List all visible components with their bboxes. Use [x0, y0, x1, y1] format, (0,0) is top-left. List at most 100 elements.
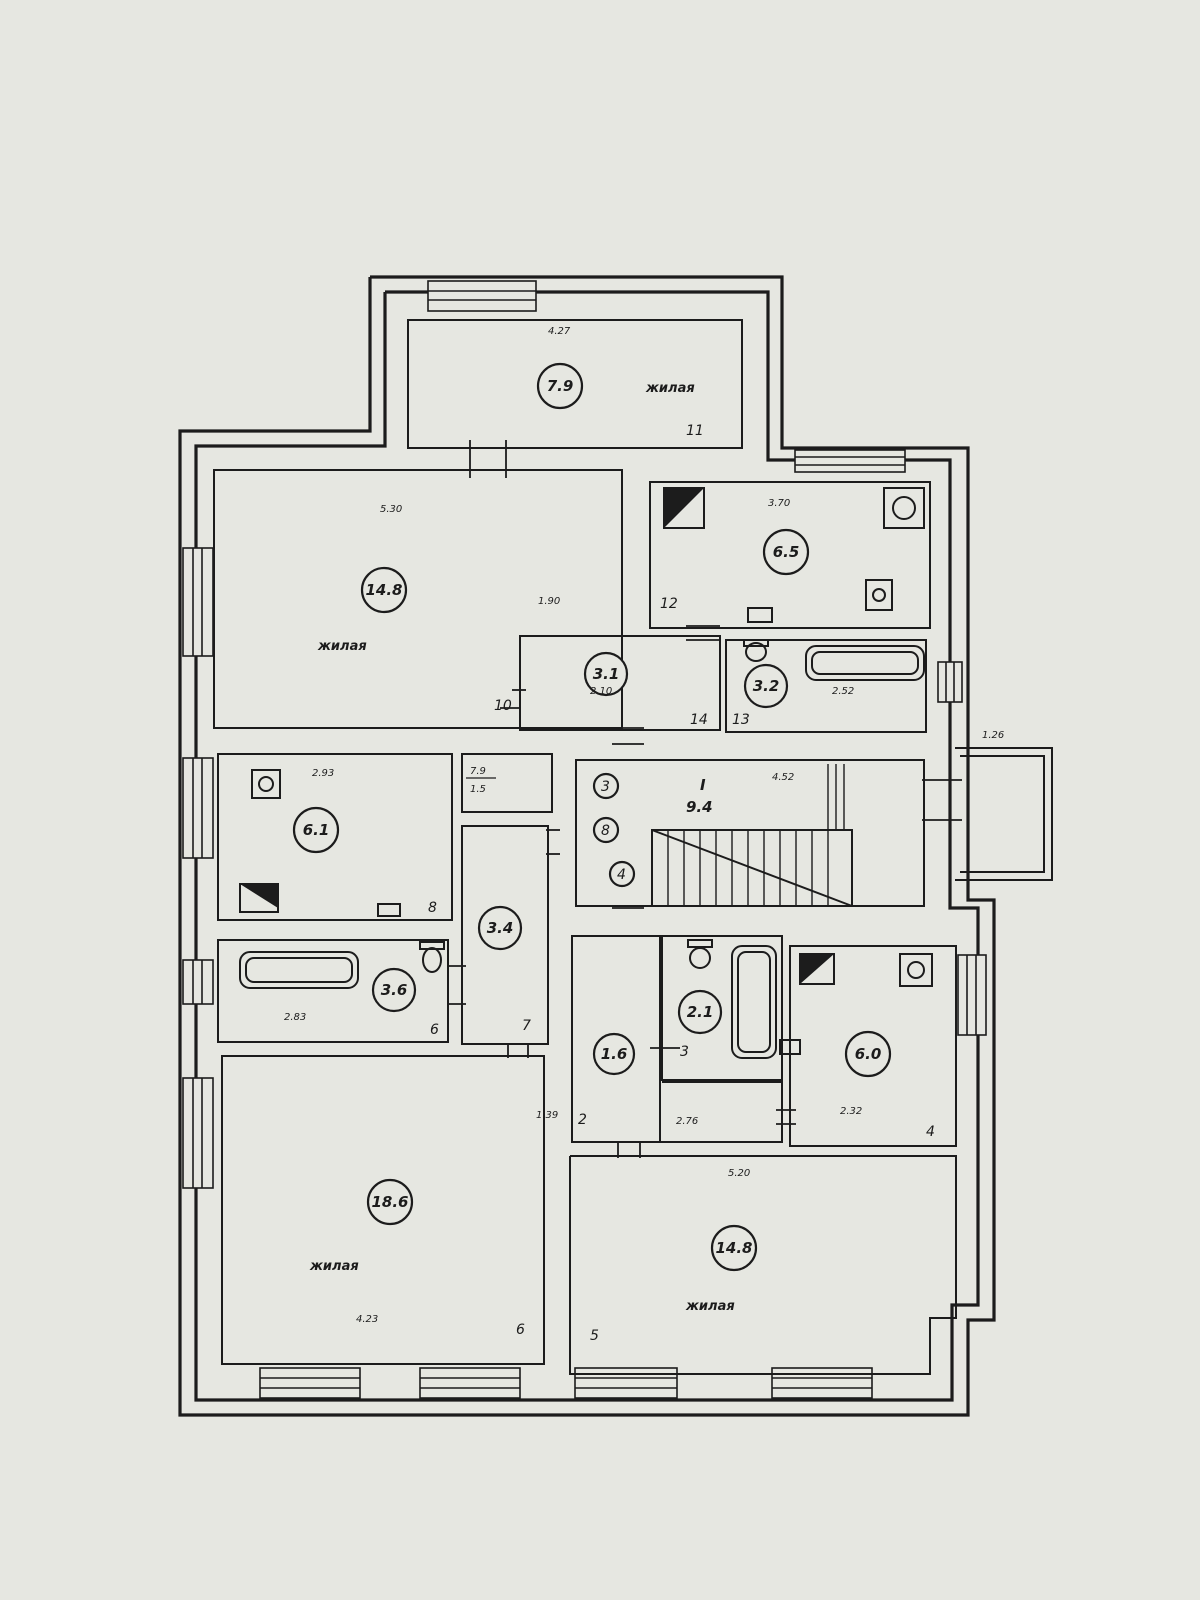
sink-3-icon	[799, 953, 835, 985]
window-top	[427, 280, 537, 312]
room-13-number: 2	[578, 1112, 587, 1128]
stair-letter: I	[700, 776, 706, 794]
windows	[182, 280, 987, 1399]
stove-3-icon	[899, 953, 933, 987]
room-7-outline	[461, 825, 549, 1045]
closet-outline	[461, 753, 553, 813]
room-9-name: жилая	[309, 1259, 359, 1274]
room-13-area: 1.6	[601, 1045, 628, 1063]
room-markers	[292, 362, 892, 1272]
room-8-number: 6	[430, 1022, 439, 1038]
balcony	[955, 747, 1053, 881]
room-1-number: 11	[686, 423, 704, 439]
stair-circle-2: 8	[601, 823, 610, 839]
vent-icon	[377, 903, 401, 917]
vent-icon	[747, 607, 773, 623]
closet-top: 7.9	[470, 766, 486, 777]
room-7-number: 7	[522, 1018, 531, 1034]
dim-126: 1.26	[982, 730, 1004, 741]
room-2-name: жилая	[317, 639, 367, 654]
window-bottom-2	[419, 1367, 521, 1399]
dim-276: 2.76	[676, 1116, 698, 1127]
room-10-name: жилая	[685, 1299, 735, 1314]
dim-232: 2.32	[840, 1106, 862, 1117]
window-left-4	[182, 1077, 214, 1189]
window-right-2	[937, 661, 963, 703]
window-left-1	[182, 547, 214, 657]
staircase	[651, 764, 853, 907]
room-11-outline	[661, 935, 783, 1081]
bathtub-2-icon	[805, 645, 925, 681]
toilet-2-icon	[743, 639, 769, 662]
window-bottom-1	[259, 1367, 361, 1399]
room-11-number: 3	[680, 1044, 689, 1060]
heater-icon	[865, 579, 893, 611]
window-right-3	[957, 954, 987, 1036]
room-9-area: 18.6	[371, 1193, 408, 1211]
fixtures	[239, 487, 933, 1059]
door-marks	[448, 440, 962, 1158]
dim-370: 3.70	[768, 498, 790, 509]
dim-452: 4.52	[772, 772, 794, 783]
room-9-number: 6	[516, 1322, 525, 1338]
room-6-area: 6.1	[303, 821, 330, 839]
dim-293: 2.93	[312, 768, 334, 779]
dim-139: 1.39	[536, 1110, 558, 1121]
room-11-area: 2.1	[687, 1003, 714, 1021]
room-1-area: 7.9	[547, 377, 574, 395]
sink-2-icon	[239, 883, 279, 913]
toilet-3-icon	[687, 939, 713, 969]
dim-210: 2.10	[590, 686, 612, 697]
room-10-area: 14.8	[715, 1239, 752, 1257]
dim-252: 2.52	[832, 686, 854, 697]
room-10-outline	[569, 1155, 957, 1375]
room-6-number: 8	[428, 900, 437, 916]
room-3-area: 6.5	[773, 543, 800, 561]
stair-area: 9.4	[686, 798, 713, 816]
dim-427: 4.27	[548, 326, 571, 337]
room-2-area: 14.8	[365, 581, 402, 599]
room-1-outline	[407, 319, 743, 449]
area-labels: 7.9 14.8 6.5 3.1 3.2 6.1 3.4 3.6 18.6 14…	[303, 377, 935, 1344]
vent-icon	[779, 1039, 801, 1055]
bathtub-3-icon	[731, 945, 777, 1059]
room-12-outline	[789, 945, 957, 1147]
room-5-area: 3.2	[753, 677, 780, 695]
room-4-area: 3.1	[593, 665, 620, 683]
room-12-area: 6.0	[855, 1045, 882, 1063]
room-2-number: 10	[494, 698, 512, 714]
window-left-2	[182, 757, 214, 859]
room-3-outline	[649, 481, 931, 629]
room-10-number: 5	[590, 1328, 599, 1344]
room-5-number: 13	[732, 712, 750, 728]
dimension-labels: 4.27 5.30 3.70 2.93 2.52 2.83 4.52 5.20 …	[284, 326, 1004, 1325]
room-8-area: 3.6	[381, 981, 408, 999]
room-9-outline	[221, 1055, 545, 1365]
bathtub-1-icon	[239, 951, 359, 989]
toilet-1-icon	[419, 941, 445, 973]
dim-520: 5.20	[728, 1168, 750, 1179]
room-8-outline	[217, 939, 449, 1043]
stair-circle-3: 4	[617, 867, 626, 883]
room-4-number: 14	[690, 712, 708, 728]
outer-walls	[178, 275, 996, 1417]
window-right-top	[794, 449, 906, 473]
dim-530: 5.30	[380, 504, 402, 515]
stair-circle-1: 3	[601, 779, 610, 795]
window-bottom-4	[771, 1367, 873, 1399]
room-4-outline	[519, 635, 721, 731]
room-12-number: 4	[926, 1124, 935, 1140]
sink-1-icon	[663, 487, 705, 529]
room-3-number: 12	[660, 596, 678, 612]
window-left-3	[182, 959, 214, 1005]
room-7-area: 3.4	[487, 919, 514, 937]
stove-2-icon	[883, 487, 925, 529]
room-2-outline	[213, 469, 623, 729]
closet-bottom: 1.5	[470, 784, 486, 795]
corridor-outline	[572, 1081, 783, 1143]
dim-283: 2.83	[284, 1012, 306, 1023]
dim-190: 1.90	[538, 596, 560, 607]
stove-1-icon	[251, 769, 281, 799]
